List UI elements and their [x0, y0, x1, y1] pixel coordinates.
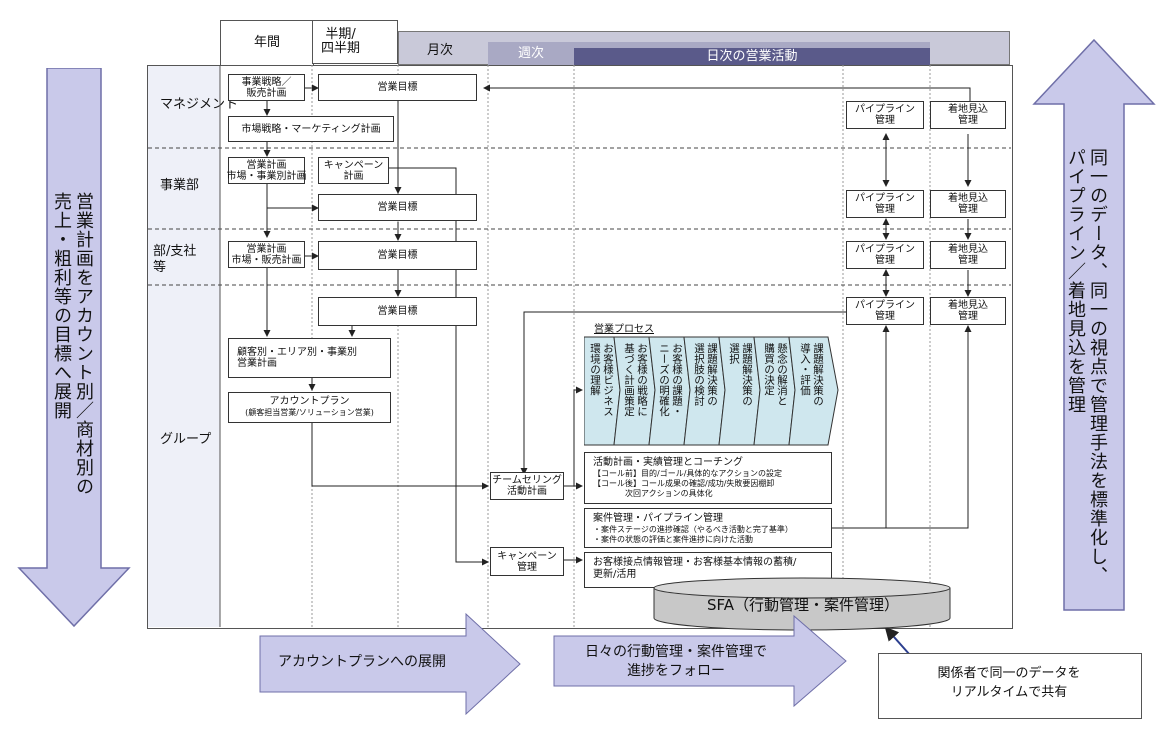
biz-strategy-box: 事業戦略／ 販売計画 — [228, 74, 305, 101]
landing-mgmt-group: 着地見込 管理 — [930, 297, 1006, 325]
sales-process-panel: お客様ビジネス 環境の理解 お客様の戦略に 基づく計画策定 お客様の課題・ ニー… — [584, 335, 839, 447]
account-plan-title: アカウントプラン — [269, 396, 350, 407]
realtime-share-box — [878, 653, 1142, 719]
activity-title: 活動計画・実績管理とコーチング — [593, 457, 743, 468]
case-mgmt-line-2: ・案件の状態の評価と案件進捗に向けた活動 — [593, 535, 753, 544]
account-plan-box: アカウントプラン (顧客担当営業/ソリューション営業) — [228, 392, 391, 423]
customer-info-title: お客様接点情報管理・お客様基本情報の蓄積/ 更新/活用 — [593, 557, 797, 580]
realtime-share-text: 関係者で同一のデータを リアルタイムで共有 — [937, 666, 1081, 700]
daily-follow-arrow-text: 日々の行動管理・案件管理で 進捗をフォロー — [585, 644, 767, 679]
account-plan-subtitle: (顧客担当営業/ソリューション営業) — [245, 408, 374, 417]
customer-plan-box: 顧客別・エリア別・事業別 営業計画 — [228, 338, 391, 378]
sales-target-management: 営業目標 — [318, 74, 477, 101]
pipeline-mgmt-management: パイプライン 管理 — [846, 101, 924, 129]
sales-target-department: 営業目標 — [318, 241, 477, 270]
process-step-6: 懸念の解消と 購買の決定 — [763, 343, 788, 406]
row-label-management: マネジメント — [160, 97, 239, 112]
team-selling-box: チームセリング 活動計画 — [490, 472, 564, 500]
process-step-7: 課題解決策の 導入・評価 — [799, 343, 824, 406]
case-mgmt-title: 案件管理・パイプライン管理 — [593, 513, 723, 524]
header-daily: 日次の営業活動 — [574, 48, 930, 65]
activity-line-3: 次回アクションの具体化 — [593, 489, 713, 498]
sales-target-group: 営業目標 — [318, 297, 477, 326]
activity-plan-box: 活動計画・実績管理とコーチング 【コール前】目的/ゴール/具体的なアクションの設… — [584, 452, 832, 504]
row-label-column — [148, 66, 220, 627]
sales-process-title: 営業プロセス — [594, 324, 654, 335]
header-weekly: 週次 — [517, 45, 544, 61]
daily-follow-arrow — [553, 614, 847, 708]
sales-plan-department-box: 営業計画 市場・販売計画 — [228, 241, 305, 268]
process-chevrons — [584, 336, 839, 446]
pipeline-mgmt-department: パイプライン 管理 — [846, 241, 924, 269]
left-arrow-text: 営業計画をアカウント別／商材別の 売上・粗利等の目標へ展開 — [51, 192, 94, 496]
case-mgmt-line-1: ・案件ステージの進捗確認（やるべき活動と完了基準） — [593, 525, 793, 534]
sales-target-division: 営業目標 — [318, 194, 477, 221]
process-step-4: 課題解決策の 選択肢の検討 — [693, 343, 718, 406]
landing-mgmt-management: 着地見込 管理 — [930, 101, 1006, 129]
campaign-plan-box: キャンペーン 計画 — [318, 157, 389, 184]
landing-mgmt-division: 着地見込 管理 — [930, 190, 1006, 218]
activity-line-2: 【コール後】コール成果の確認/成功/失敗要因棚卸 — [593, 479, 775, 488]
account-plan-arrow-text: アカウントプランへの展開 — [278, 654, 446, 670]
header-annual: 年間 — [220, 20, 314, 66]
sales-plan-division-box: 営業計画 市場・事業別計画 — [227, 157, 307, 184]
right-arrow-text: 同一のデータ、同一の視点で管理手法を標準化し、 パイプライン／着地見込を管理 — [1065, 148, 1108, 585]
sfa-label: SFA（行動管理・案件管理） — [706, 596, 900, 614]
process-step-3: お客様の課題・ ニーズの明確化 — [658, 343, 683, 417]
landing-mgmt-department: 着地見込 管理 — [930, 241, 1006, 269]
activity-line-1: 【コール前】目的/ゴール/具体的なアクションの設定 — [593, 469, 782, 478]
process-step-5: 課題解決策の 選択 — [728, 343, 753, 406]
left-down-arrow — [17, 68, 131, 628]
right-up-arrow — [1032, 38, 1156, 611]
row-label-group: グループ — [160, 432, 212, 447]
header-monthly: 月次 — [426, 43, 453, 58]
row-label-division: 事業部 — [160, 178, 200, 193]
case-mgmt-box: 案件管理・パイプライン管理 ・案件ステージの進捗確認（やるべき活動と完了基準） … — [584, 508, 832, 548]
account-plan-arrow — [259, 612, 521, 716]
campaign-mgmt-box: キャンペーン 管理 — [490, 547, 564, 576]
row-label-department: 部/支社 等 — [153, 244, 197, 275]
pipeline-mgmt-group: パイプライン 管理 — [846, 297, 924, 325]
process-step-2: お客様の戦略に 基づく計画策定 — [623, 343, 648, 417]
process-step-1: お客様ビジネス 環境の理解 — [589, 343, 614, 417]
sfa-cylinder — [653, 577, 951, 631]
market-strategy-box: 市場戦略・マーケティング計画 — [228, 116, 394, 142]
header-half-quarter: 半期/ 四半期 — [312, 20, 398, 64]
pipeline-mgmt-division: パイプライン 管理 — [846, 190, 924, 218]
